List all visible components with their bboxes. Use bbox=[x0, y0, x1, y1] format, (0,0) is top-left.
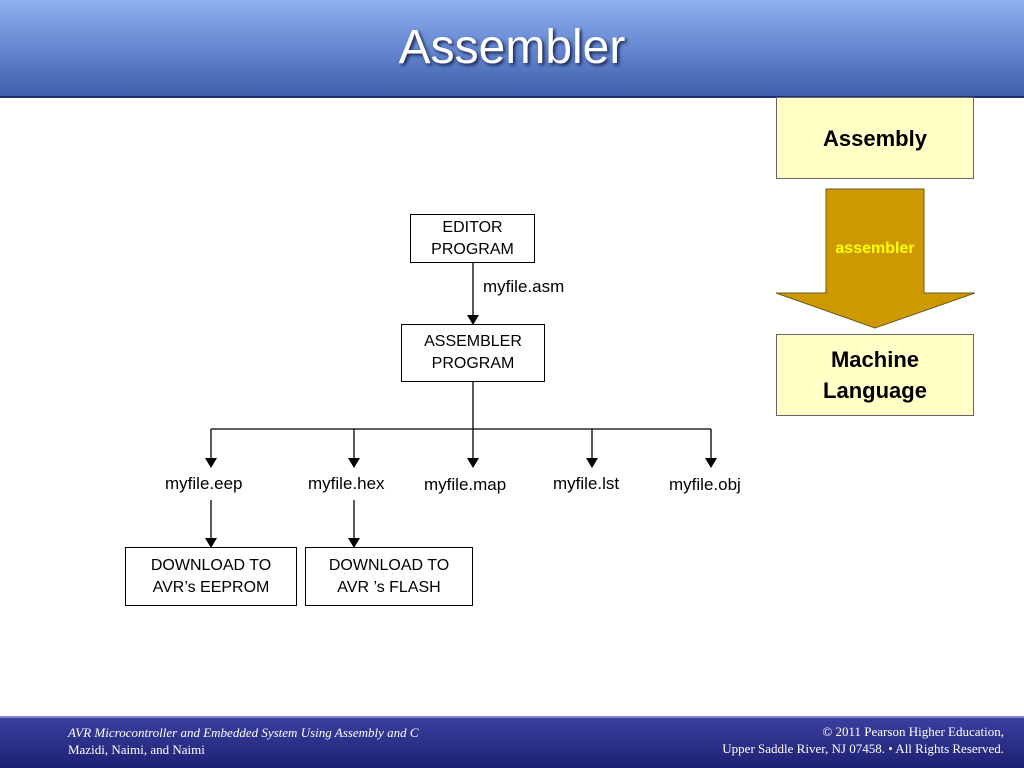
title-divider bbox=[0, 96, 1024, 98]
download-eeprom-line2: AVR’s EEPROM bbox=[152, 578, 270, 596]
machine-language-line2: Language bbox=[823, 378, 927, 403]
assembler-label-line2: PROGRAM bbox=[431, 355, 515, 372]
title-banner bbox=[0, 0, 1024, 97]
footer-credits: AVR Microcontroller and Embedded System … bbox=[68, 724, 419, 758]
footer-copyright: © 2011 Pearson Higher Education, Upper S… bbox=[722, 723, 1004, 757]
output-file-map: myfile.map bbox=[424, 475, 507, 494]
assembler-program-box: ASSEMBLER PROGRAM bbox=[401, 324, 545, 382]
assembler-arrow-label: assembler bbox=[835, 240, 915, 257]
footer-book-title: AVR Microcontroller and Embedded System … bbox=[68, 725, 419, 740]
output-file-lst: myfile.lst bbox=[553, 474, 620, 493]
footer-bar: AVR Microcontroller and Embedded System … bbox=[0, 716, 1024, 768]
slide-title: Assembler bbox=[398, 21, 626, 74]
output-file-eep: myfile.eep bbox=[165, 474, 243, 493]
editor-label-line2: PROGRAM bbox=[431, 240, 514, 258]
output-file-hex: myfile.hex bbox=[308, 474, 385, 493]
assembly-label: Assembly bbox=[823, 125, 927, 151]
machine-language-line1: Machine bbox=[830, 347, 920, 372]
download-eeprom-box: DOWNLOAD TO AVR’s EEPROM bbox=[125, 547, 297, 606]
download-eeprom-line1: DOWNLOAD TO bbox=[150, 556, 272, 574]
output-file-obj: myfile.obj bbox=[669, 475, 741, 494]
editor-program-box: EDITOR PROGRAM bbox=[410, 214, 535, 263]
footer-authors: Mazidi, Naimi, and Naimi bbox=[68, 742, 205, 757]
assembly-box: Assembly bbox=[776, 97, 974, 179]
asm-file-label: myfile.asm bbox=[483, 277, 565, 296]
footer-copyright-line1: © 2011 Pearson Higher Education, bbox=[822, 724, 1004, 739]
download-flash-box: DOWNLOAD TO AVR ’s FLASH bbox=[305, 547, 473, 606]
machine-language-box: Machine Language bbox=[776, 334, 974, 416]
assembler-down-arrow-icon bbox=[775, 188, 976, 329]
assembler-label-line1: ASSEMBLER bbox=[424, 333, 522, 350]
download-flash-line2: AVR ’s FLASH bbox=[337, 578, 441, 596]
footer-copyright-line2: Upper Saddle River, NJ 07458. • All Righ… bbox=[722, 741, 1004, 756]
editor-label-line1: EDITOR bbox=[442, 218, 503, 236]
download-flash-line1: DOWNLOAD TO bbox=[328, 556, 450, 574]
